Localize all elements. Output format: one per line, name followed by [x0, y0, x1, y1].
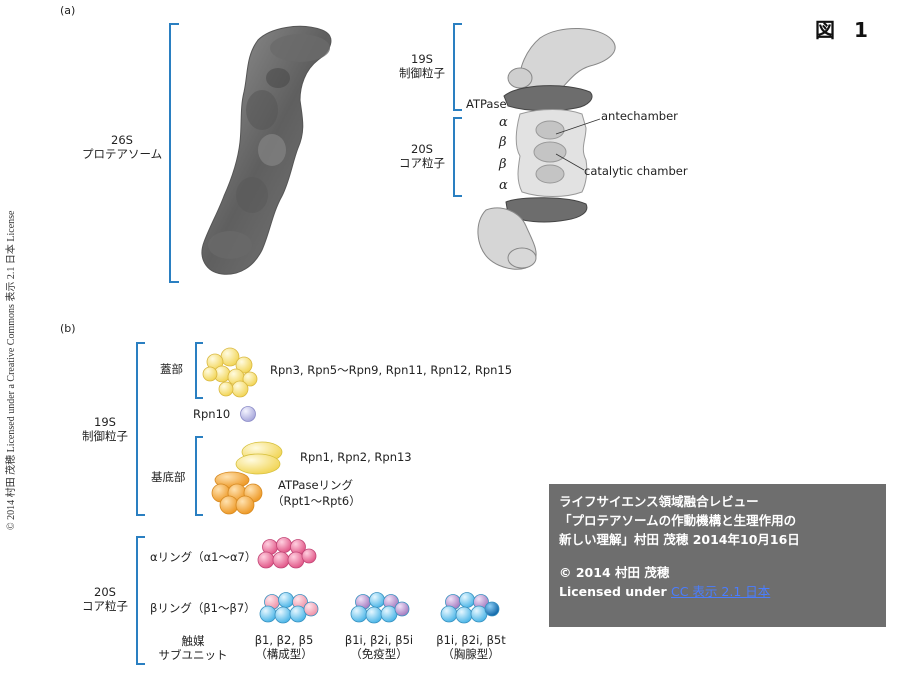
type-thymo-subunits: β1i, β2i, β5t — [436, 633, 506, 647]
bracket-19s-a — [453, 23, 462, 111]
label-catalytic-chamber: catalytic chamber — [584, 164, 688, 178]
proteasome-26s-structure — [201, 25, 332, 275]
citation-box: ライフサイエンス領域融合レビュー 「プロテアソームの作動機構と生理作用の 新しい… — [549, 484, 886, 627]
label-26s-line2: プロテアソーム — [82, 147, 163, 161]
citation-spacer — [559, 549, 876, 563]
label-26s-line1: 26S — [111, 133, 133, 147]
ring-label-beta-bottom: β — [499, 157, 507, 172]
license-link[interactable]: CC 表示 2.1 日本 — [671, 584, 771, 599]
label-atpase-ring-sub: （Rpt1〜Rpt6） — [272, 494, 361, 508]
label-atpase-ring: ATPaseリング — [278, 478, 354, 492]
label-19s-b: 19S 制御粒子 — [78, 415, 132, 443]
citation-license-prefix: Licensed under — [559, 584, 671, 599]
ring-label-beta-top: β — [499, 135, 507, 150]
panel-a-label: (a) — [60, 4, 76, 17]
figure-number: 図 1 — [815, 18, 874, 42]
label-20s-b-line1: 20S — [94, 585, 116, 599]
label-19s-b-line2: 制御粒子 — [82, 429, 128, 443]
beta-ring-constitutive — [259, 592, 319, 624]
label-catalytic-line2: サブユニット — [158, 648, 228, 662]
citation-title-line1: ライフサイエンス領域融合レビュー — [559, 494, 759, 509]
type-immuno: β1i, β2i, β5i （免疫型） — [336, 633, 422, 661]
lid-subunits: Rpn3, Rpn5〜Rpn9, Rpn11, Rpn12, Rpn15 — [270, 363, 513, 377]
label-lid: 蓋部 — [160, 362, 183, 376]
label-alpha-ring: αリング（α1〜α7） — [150, 550, 257, 564]
citation-copyright: © 2014 村田 茂穂 — [559, 565, 670, 580]
type-constitutive-name: （構成型） — [255, 647, 313, 661]
bracket-base — [195, 436, 203, 516]
label-26s: 26S プロテアソーム — [82, 133, 162, 161]
label-20s-a: 20S コア粒子 — [392, 142, 452, 170]
label-20s-a-line2: コア粒子 — [399, 156, 445, 170]
type-constitutive: β1, β2, β5 （構成型） — [246, 633, 322, 661]
type-immuno-subunits: β1i, β2i, β5i — [344, 633, 414, 647]
ring-label-alpha-top: α — [499, 115, 508, 130]
rpn10-subunit — [240, 406, 256, 422]
bracket-19s-b — [136, 342, 145, 516]
label-catalytic-subunit: 触媒 サブユニット — [158, 634, 228, 662]
type-thymo: β1i, β2i, β5t （胸腺型） — [428, 633, 514, 661]
panel-b-label: (b) — [60, 322, 76, 335]
bracket-20s-a — [453, 117, 462, 197]
label-beta-ring: βリング（β1〜β7） — [150, 601, 256, 615]
beta-ring-thymo — [440, 592, 500, 624]
label-19s-a-line1: 19S — [411, 52, 433, 66]
type-thymo-name: （胸腺型） — [442, 647, 500, 661]
citation-license: Licensed under CC 表示 2.1 日本 — [559, 582, 876, 601]
label-20s-b-line2: コア粒子 — [82, 599, 128, 613]
beta-ring-immuno — [350, 592, 410, 624]
base-subunits: Rpn1, Rpn2, Rpn13 — [300, 450, 412, 464]
bracket-26s — [169, 23, 179, 283]
label-19s-b-line1: 19S — [94, 415, 116, 429]
label-19s-a: 19S 制御粒子 — [392, 52, 452, 80]
label-base: 基底部 — [151, 470, 186, 484]
type-constitutive-subunits: β1, β2, β5 — [254, 633, 314, 647]
lid-cluster — [202, 347, 258, 398]
citation-title-line3: 新しい理解」村田 茂穂 2014年10月16日 — [559, 532, 800, 547]
bracket-20s-b — [136, 536, 145, 665]
label-19s-a-line2: 制御粒子 — [399, 66, 445, 80]
type-immuno-name: （免疫型） — [350, 647, 408, 661]
label-antechamber: antechamber — [601, 109, 678, 123]
citation-title-line2: 「プロテアソームの作動機構と生理作用の — [559, 513, 797, 528]
bracket-lid — [195, 342, 203, 399]
label-rpn10: Rpn10 — [193, 407, 231, 421]
label-catalytic-line1: 触媒 — [181, 634, 205, 648]
label-20s-a-line1: 20S — [411, 142, 433, 156]
side-license-text: © 2014 村田 茂穂 Licensed under a Creative C… — [6, 210, 17, 530]
atpase-ring-cluster — [211, 471, 263, 515]
label-atpase: ATPase — [466, 97, 507, 111]
ring-label-alpha-bottom: α — [499, 178, 508, 193]
label-20s-b: 20S コア粒子 — [78, 585, 132, 613]
base-rpn-ellipses — [235, 441, 283, 475]
alpha-ring-cluster — [257, 537, 317, 569]
proteasome-cross-section — [477, 28, 616, 270]
